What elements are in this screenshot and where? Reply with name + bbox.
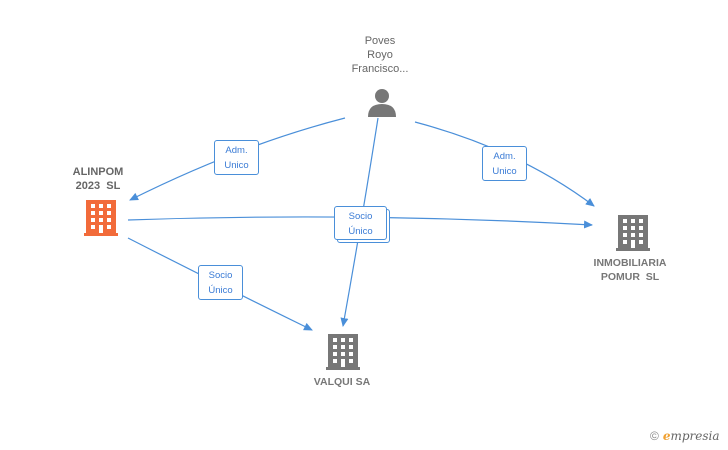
edge-label-socio-unico-valqui: Socio Único	[198, 265, 243, 300]
valqui-node-label[interactable]: VALQUI SA	[292, 375, 392, 389]
edge-label-line-2: Único	[208, 285, 233, 296]
edge-label-line-1: Adm.	[225, 145, 248, 156]
edge-label-socio-unico-center: Socio Único	[334, 206, 387, 240]
inmobiliaria-node-label[interactable]: INMOBILIARIA POMUR SL	[570, 256, 690, 284]
brand-logo-text: mpresia	[670, 429, 720, 443]
brand-logo-initial: e	[662, 429, 671, 443]
edge-label-line-2: Unico	[224, 160, 249, 171]
edge-label-line-2: Unico	[492, 166, 517, 177]
copyright-icon: ©	[650, 429, 659, 443]
building-icon-valqui[interactable]	[326, 334, 360, 370]
inmobiliaria-name-line-1: INMOBILIARIA	[593, 257, 667, 269]
edge-label-adm-unico-inmobiliaria: Adm. Unico	[482, 146, 527, 181]
person-name-line-3: Francisco...	[351, 63, 409, 75]
edge-label-adm-unico-alinpom: Adm. Unico	[214, 140, 259, 175]
person-node-label[interactable]: Poves Royo Francisco...	[320, 34, 440, 76]
building-icon-inmobiliaria[interactable]	[616, 215, 650, 251]
building-icon-alinpom[interactable]	[84, 200, 118, 236]
edge-label-line-2: Único	[348, 226, 373, 237]
person-name-line-2: Royo	[367, 49, 393, 61]
edge-label-line-1: Socio	[208, 270, 233, 281]
person-icon[interactable]	[368, 89, 396, 117]
edge-label-line-1: Socio	[348, 211, 373, 222]
brand-footer[interactable]: ©empresia	[650, 429, 720, 443]
valqui-name-line-1: VALQUI SA	[313, 376, 371, 388]
inmobiliaria-name-line-2: POMUR SL	[600, 271, 660, 283]
edge-label-line-1: Adm.	[493, 151, 516, 162]
alinpom-name-line-1: ALINPOM	[72, 166, 124, 178]
person-name-line-1: Poves	[364, 35, 396, 47]
alinpom-name-line-2: 2023 SL	[75, 180, 121, 192]
alinpom-node-label[interactable]: ALINPOM 2023 SL	[48, 165, 148, 193]
